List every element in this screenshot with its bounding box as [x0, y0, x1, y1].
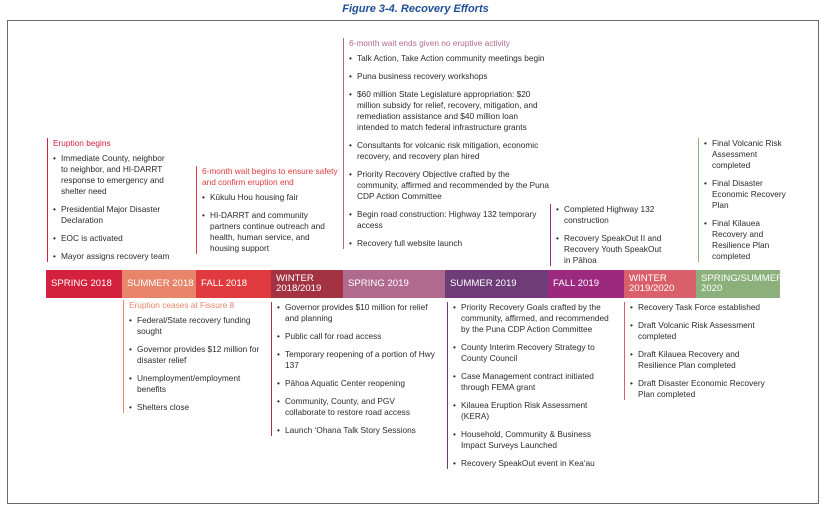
- period-label: SPRING 2019: [348, 277, 409, 289]
- summer-2018-events: Eruption ceases at Fissure 8 Federal/Sta…: [123, 300, 265, 413]
- event-item: Draft Volcanic Risk Assessment completed: [630, 320, 780, 342]
- event-item: Kilauea Eruption Risk Assessment (KERA): [453, 400, 613, 422]
- event-item: Shelters close: [129, 402, 265, 413]
- period-label: FALL 2019: [553, 277, 600, 289]
- event-item: Recovery SpeakOut II and Recovery Youth …: [556, 233, 662, 266]
- period-label: WINTER 2018/2019: [276, 272, 322, 294]
- event-header: Eruption begins: [53, 138, 111, 148]
- event-item: Draft Disaster Economic Recovery Plan co…: [630, 378, 780, 400]
- event-item: Kūkulu Hou housing fair: [202, 192, 338, 203]
- spring-2020-events: Final Volcanic Risk Assessment completed…: [698, 138, 794, 262]
- period-fall-2018: FALL 2018: [196, 270, 271, 298]
- event-item: Federal/State recovery funding sought: [129, 315, 265, 337]
- spring-2018-events: Eruption begins Immediate County, neighb…: [47, 138, 171, 262]
- event-item: Talk Action, Take Action community meeti…: [349, 53, 549, 64]
- event-item: Unemployment/employment benefits: [129, 373, 265, 395]
- event-header: Eruption ceases at Fissure 8: [129, 300, 235, 310]
- event-item: Final Disaster Economic Recovery Plan: [704, 178, 794, 211]
- event-item: Recovery SpeakOut event in Kea‘au: [453, 458, 613, 469]
- figure-title: Figure 3-4. Recovery Efforts: [342, 3, 489, 15]
- event-item: Puna business recovery workshops: [349, 71, 549, 82]
- event-item: Mayor assigns recovery team: [53, 251, 171, 262]
- event-item: Governor provides $12 million for disast…: [129, 344, 265, 366]
- event-item: Begin road construction: Highway 132 tem…: [349, 209, 549, 231]
- event-item: Immediate County, neighbor to neighbor, …: [53, 153, 171, 197]
- period-spring-2020: SPRING/SUMMER 2020: [696, 270, 784, 298]
- event-item: Consultants for volcanic risk mitigation…: [349, 140, 549, 162]
- event-item: Draft Kilauea Recovery and Resilience Pl…: [630, 349, 780, 371]
- event-item: Recovery full website launch: [349, 238, 549, 249]
- event-item: $60 million State Legislature appropriat…: [349, 89, 549, 133]
- period-label: SUMMER 2018: [127, 277, 194, 289]
- period-label: WINTER 2019/2020: [629, 272, 675, 294]
- figure-frame: [7, 20, 819, 504]
- event-item: Recovery Task Force established: [630, 302, 780, 313]
- winter-2019-events: Recovery Task Force established Draft Vo…: [624, 302, 780, 400]
- period-label: FALL 2018: [201, 277, 248, 289]
- period-winter-2019: WINTER 2019/2020: [624, 270, 696, 298]
- fall-2019-events: Completed Highway 132 construction Recov…: [550, 204, 662, 266]
- fall-2018-events: 6-month wait begins to ensure safety and…: [196, 166, 338, 254]
- event-item: EOC is activated: [53, 233, 171, 244]
- winter-2018-events: Governor provides $10 million for relief…: [271, 302, 435, 436]
- event-item: Final Kilauea Recovery and Resilience Pl…: [704, 218, 794, 262]
- event-item: Priority Recovery Objective crafted by t…: [349, 169, 549, 202]
- event-item: Pāhoa Aquatic Center reopening: [277, 378, 435, 389]
- period-label: SPRING 2018: [51, 277, 112, 289]
- period-winter-2018: WINTER 2018/2019: [271, 270, 343, 298]
- period-spring-2018: SPRING 2018: [46, 270, 122, 298]
- event-item: Completed Highway 132 construction: [556, 204, 662, 226]
- period-summer-2019: SUMMER 2019: [445, 270, 548, 298]
- event-item: Final Volcanic Risk Assessment completed: [704, 138, 794, 171]
- period-label: SPRING/SUMMER 2020: [701, 272, 784, 294]
- event-item: Household, Community & Business Impact S…: [453, 429, 613, 451]
- spring-2019-events: 6-month wait ends given no eruptive acti…: [343, 38, 549, 249]
- event-header: 6-month wait begins to ensure safety and…: [202, 166, 338, 187]
- period-fall-2019: FALL 2019: [548, 270, 624, 298]
- event-item: Public call for road access: [277, 331, 435, 342]
- event-header: 6-month wait ends given no eruptive acti…: [349, 38, 510, 48]
- event-item: Case Management contract initiated throu…: [453, 371, 613, 393]
- event-item: Temporary reopening of a portion of Hwy …: [277, 349, 435, 371]
- event-item: Priority Recovery Goals crafted by the c…: [453, 302, 613, 335]
- event-item: County Interim Recovery Strategy to Coun…: [453, 342, 613, 364]
- period-spring-2019: SPRING 2019: [343, 270, 445, 298]
- event-item: Governor provides $10 million for relief…: [277, 302, 435, 324]
- period-label: SUMMER 2019: [450, 277, 517, 289]
- event-item: HI-DARRT and community partners continue…: [202, 210, 338, 254]
- period-summer-2018: SUMMER 2018: [122, 270, 196, 298]
- event-item: Launch ‘Ohana Talk Story Sessions: [277, 425, 435, 436]
- event-item: Presidential Major Disaster Declaration: [53, 204, 171, 226]
- summer-2019-events: Priority Recovery Goals crafted by the c…: [447, 302, 613, 469]
- event-item: Community, County, and PGV collaborate t…: [277, 396, 435, 418]
